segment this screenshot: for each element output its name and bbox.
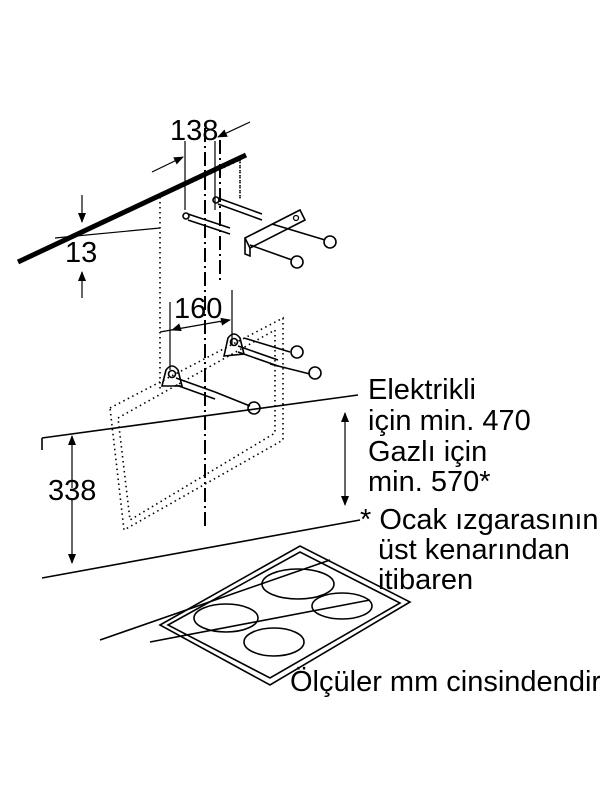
- units-note: Ölçüler mm cinsindendir: [290, 666, 600, 698]
- note-line-4: min. 570*: [368, 466, 491, 498]
- burner-front-right: [243, 627, 305, 657]
- upper-screw-left: [182, 212, 231, 235]
- lower-screw-3: [237, 345, 279, 367]
- footnote: * Ocak ızgarasının üst kenarından itibar…: [360, 504, 599, 596]
- mounting-bracket: [243, 208, 307, 258]
- burner-front-left: [193, 603, 259, 633]
- dimension-138-label: 138: [170, 115, 218, 147]
- screw-bracket-1: [271, 223, 337, 249]
- hood-outline: [109, 316, 284, 532]
- footnote-line-3: itibaren: [378, 564, 473, 596]
- screw-bracket-2: [249, 244, 304, 269]
- note-line-2: için min. 470: [368, 405, 531, 437]
- lower-screw-1: [175, 377, 216, 400]
- dimension-160-label: 160: [174, 293, 222, 325]
- keyhole-bracket-left: [160, 365, 184, 387]
- burner-back-left: [261, 568, 335, 600]
- footnote-line-2: üst kenarından: [378, 534, 570, 566]
- burner-back-right: [311, 592, 373, 620]
- lower-screw-5: [243, 337, 304, 359]
- dimension-138: 138: [151, 115, 251, 210]
- keyhole-bracket-right: [222, 333, 246, 357]
- footnote-line-1: * Ocak ızgarasının: [360, 504, 599, 536]
- note-line-1: Elektrikli: [368, 374, 476, 406]
- dimension-338-label: 338: [48, 475, 96, 507]
- upper-screw-right: [212, 196, 263, 221]
- note-line-3: Gazlı için: [368, 436, 487, 468]
- lower-screw-4: [269, 363, 322, 380]
- dimension-160: 160: [159, 290, 233, 370]
- upper-mounting-outline: [159, 158, 241, 390]
- cooktop: [158, 545, 412, 686]
- min-height-note: Elektrikli için min. 470 Gazlı için min.…: [368, 374, 531, 498]
- dimension-13-label: 13: [65, 237, 97, 269]
- lower-screw-2: [214, 391, 261, 415]
- ceiling-line: [16, 152, 248, 265]
- center-line: [204, 128, 221, 528]
- upper-anchors: [182, 196, 337, 269]
- dimension-338: 338: [48, 435, 96, 564]
- dimension-13: 13: [54, 195, 161, 298]
- lower-anchors: [160, 333, 322, 415]
